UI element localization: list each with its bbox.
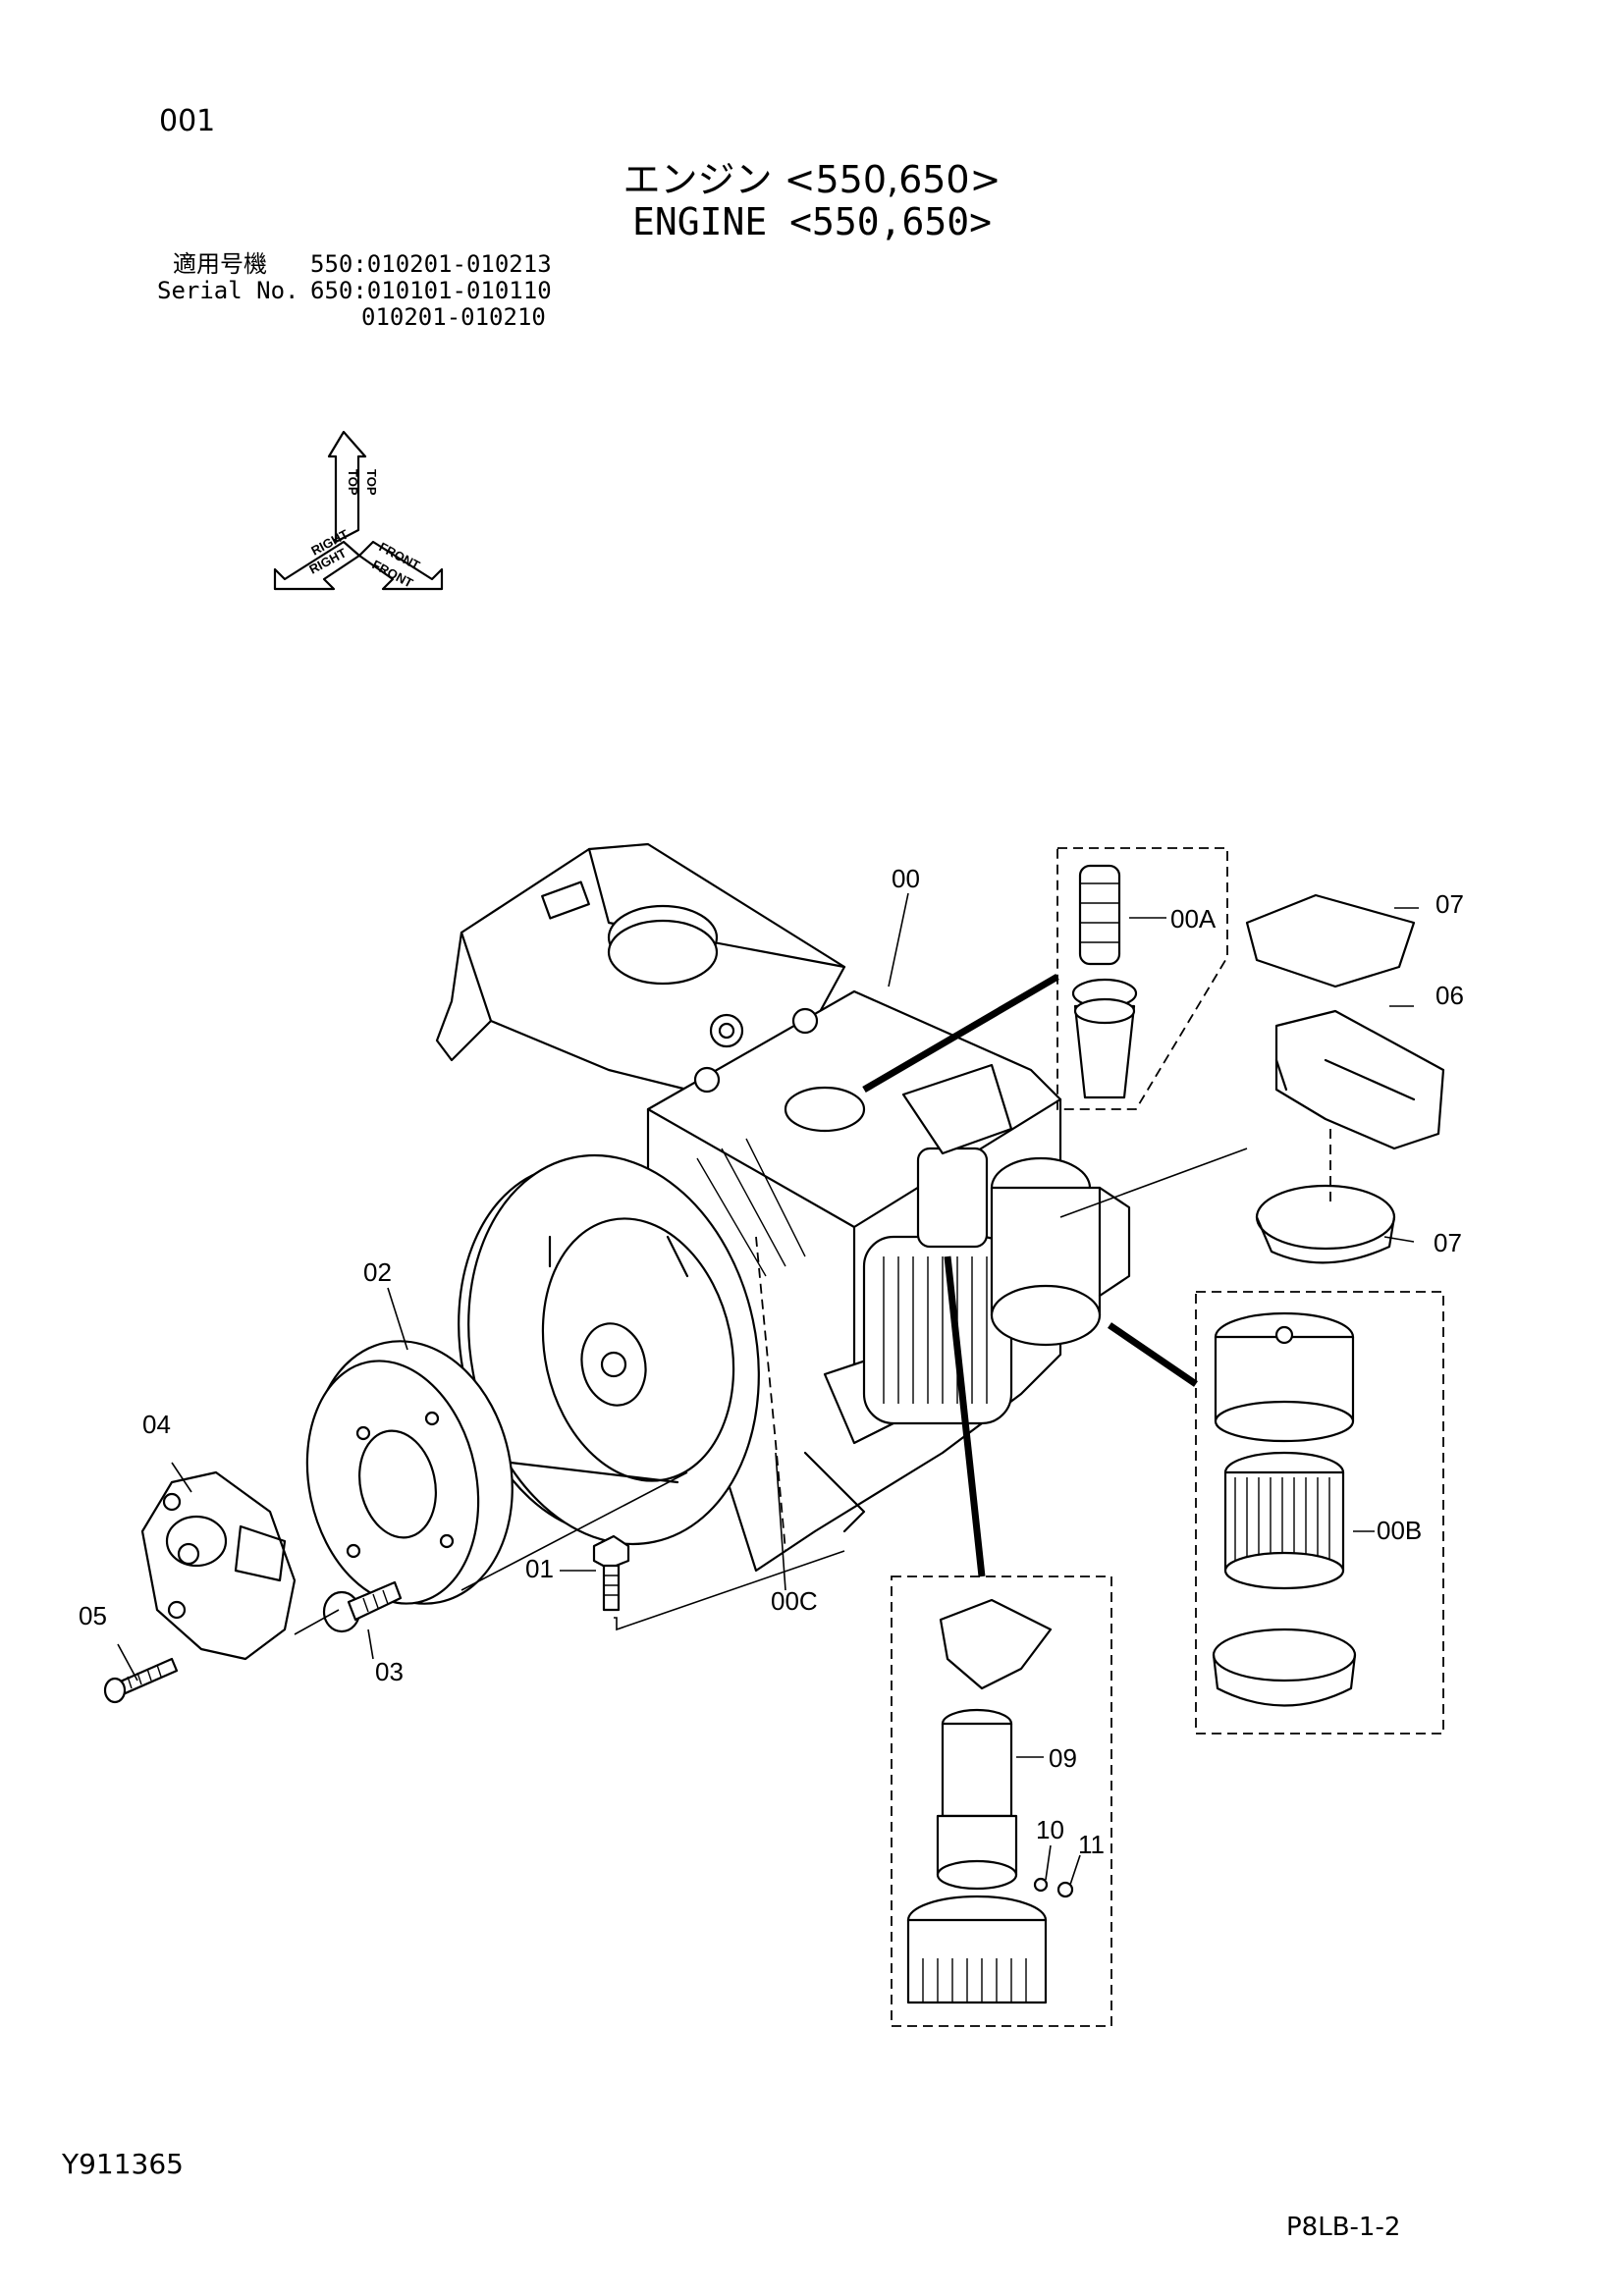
callout-07-top: 07 — [1435, 889, 1464, 919]
bolt-03 — [322, 1580, 403, 1633]
callout-00: 00 — [892, 864, 920, 893]
oil-filter-group — [1195, 1291, 1444, 1735]
cover-parts — [1245, 893, 1445, 1264]
callout-10: 10 — [1036, 1815, 1064, 1844]
callout-07-bottom: 07 — [1434, 1228, 1462, 1257]
callout-05: 05 — [79, 1601, 107, 1630]
coupling-04 — [140, 1470, 297, 1661]
orientation-top-label: TOP — [346, 469, 360, 496]
drawing-number: Y911365 — [62, 2148, 184, 2180]
callout-04: 04 — [142, 1410, 171, 1439]
callout-06: 06 — [1435, 981, 1464, 1010]
title-japanese: エンジン <550,650> — [623, 158, 1001, 201]
serial-range-550: 550:010201-010213 — [310, 250, 552, 278]
fuel-filter-group — [1056, 847, 1228, 1110]
callout-00C: 00C — [771, 1586, 818, 1616]
callout-09: 09 — [1049, 1743, 1077, 1773]
orientation-indicator: TOP TOP RIGHT RIGHT FRONT FRONT — [273, 430, 444, 591]
leader-lines — [117, 892, 1419, 1886]
callout-00A: 00A — [1170, 904, 1217, 934]
callout-01: 01 — [525, 1554, 554, 1583]
serial-label-en: Serial No. — [157, 277, 299, 304]
serial-label-jp: 適用号機 — [173, 250, 267, 278]
title-english: ENGINE <550,650> — [631, 200, 993, 243]
pulley-02 — [305, 1340, 514, 1605]
orientation-top-label-alt: TOP — [364, 469, 379, 496]
callout-03: 03 — [375, 1657, 404, 1686]
page-code: 001 — [159, 104, 216, 138]
callout-02: 02 — [363, 1257, 392, 1287]
serial-range-650-a: 650:010101-010110 — [310, 277, 552, 304]
bolt-05 — [103, 1657, 179, 1704]
intake-pipe-group — [891, 1575, 1112, 2027]
serial-range-650-b: 010201-010210 — [361, 303, 546, 331]
bolt-01 — [592, 1534, 630, 1612]
callout-00B: 00B — [1377, 1516, 1422, 1545]
callout-11: 11 — [1078, 1830, 1105, 1859]
page-reference: P8LB-1-2 — [1286, 2213, 1401, 2242]
